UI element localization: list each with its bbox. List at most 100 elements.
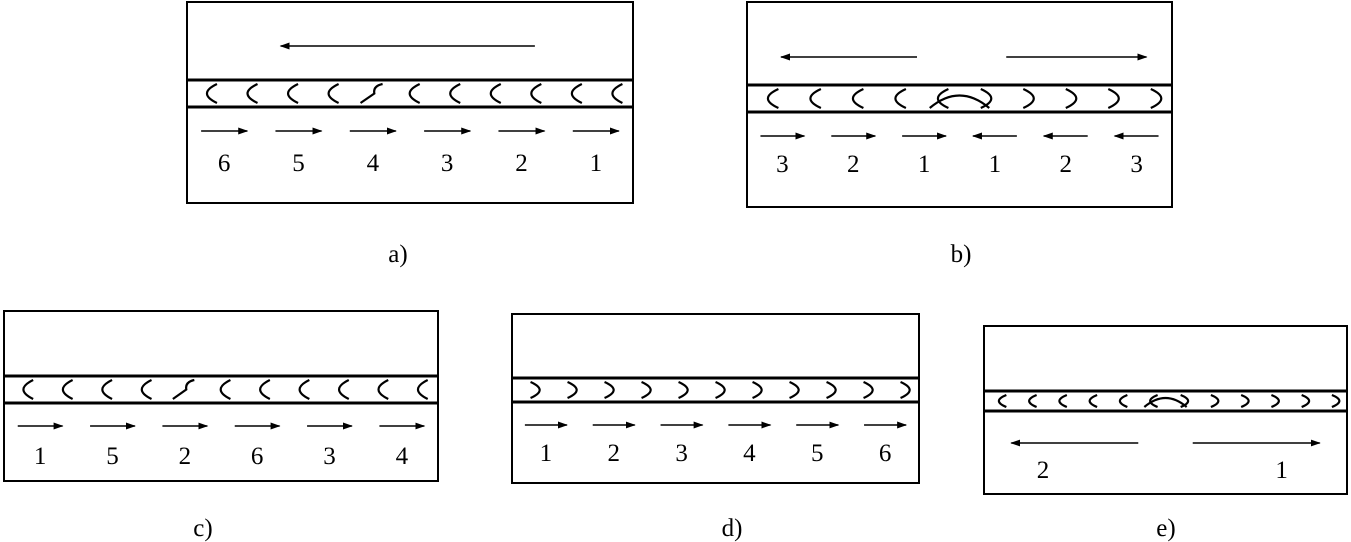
weld-ripple (530, 83, 542, 104)
panel-d: 1 2 3 4 5 6 d) (511, 313, 920, 542)
pass-sequence-arrows: 1 2 3 4 5 6 (524, 421, 908, 467)
weld-seam-ripples (22, 378, 429, 400)
pass-number: 2 (1060, 151, 1073, 178)
weld-ripple (489, 83, 502, 104)
weld-ripple (766, 87, 779, 110)
pass-number: 4 (743, 440, 756, 467)
weld-ripple (851, 87, 864, 110)
weld-center-bead (1143, 396, 1188, 408)
pass-number: 6 (251, 443, 264, 470)
pass-number: 5 (292, 150, 305, 177)
weld-ripple (752, 380, 763, 400)
pass-number: 3 (441, 150, 454, 177)
weld-ripple (338, 379, 350, 400)
pass-sequence-arrows: 6 5 4 3 2 1 (201, 127, 620, 177)
weld-seam-ripples (766, 87, 1163, 110)
weld-ripple (980, 87, 993, 110)
weld-ripple (863, 380, 874, 400)
weld-ripple (1028, 393, 1038, 409)
weld-ripple (1107, 87, 1120, 110)
weld-seam-ripples (530, 380, 911, 400)
weld-ripple (449, 83, 461, 104)
weld-ripple (809, 87, 822, 110)
weld-ripple (715, 380, 726, 400)
weld-ripple (1058, 393, 1068, 409)
weld-ripple (1180, 393, 1190, 409)
pass-sequence-arrows: 3 2 1 1 2 3 (760, 132, 1159, 178)
weld-ripple (140, 379, 153, 400)
pass-number: 3 (1130, 151, 1143, 178)
weld-ripple (611, 83, 623, 104)
plate-outline (186, 1, 634, 204)
pass-number: 5 (106, 443, 119, 470)
weld-ripple (172, 378, 195, 400)
pass-number: 2 (179, 443, 192, 470)
weld-ripple (61, 379, 74, 400)
weld-ripple (408, 83, 421, 104)
weld-ripple (1149, 393, 1159, 409)
pass-number: 1 (540, 440, 553, 467)
panel-a: 6 5 4 3 2 1 a) (186, 1, 634, 268)
weld-ripple (997, 393, 1007, 409)
panel-e: 2 1 e) (983, 325, 1348, 542)
pass-number: 3 (776, 151, 789, 178)
weld-ripple (570, 83, 583, 104)
pass-number: 1 (1275, 457, 1288, 484)
weld-ripple (1270, 393, 1280, 409)
weld-ripple (604, 380, 615, 400)
pass-number: 5 (811, 440, 824, 467)
pass-number: 1 (918, 151, 931, 178)
weld-ripple (530, 380, 541, 400)
weld-ripple (1331, 393, 1341, 409)
weld-ripple (1118, 393, 1128, 409)
weld-ripple (259, 379, 271, 400)
weld-seam-ripples (997, 393, 1341, 409)
weld-ripple (286, 83, 299, 104)
pass-number: 3 (323, 443, 336, 470)
pass-number: 2 (847, 151, 860, 178)
weld-ripple (894, 87, 907, 110)
weld-ripple (359, 82, 383, 104)
weld-ripple (101, 379, 113, 400)
pass-number: 4 (396, 443, 409, 470)
weld-ripple (1088, 393, 1098, 409)
pass-number: 3 (675, 440, 688, 467)
weld-ripple (936, 87, 949, 110)
plate-outline (746, 1, 1173, 208)
weld-ripple (678, 380, 689, 400)
weld-ripple (1065, 87, 1078, 110)
pass-number: 2 (608, 440, 621, 467)
pass-number: 1 (989, 151, 1002, 178)
pass-number: 6 (218, 150, 231, 177)
weld-ripple (900, 380, 911, 400)
caption-b: b) (951, 241, 972, 268)
weld-ripple (1022, 87, 1035, 110)
pass-number: 4 (367, 150, 380, 177)
weld-ripple (219, 379, 231, 400)
pass-number: 2 (515, 150, 528, 177)
weld-ripple (416, 379, 429, 400)
caption-c: c) (193, 515, 212, 542)
weld-ripple (1301, 393, 1311, 409)
caption-a: a) (388, 241, 407, 268)
weld-ripple (22, 379, 34, 400)
weld-ripple (298, 379, 310, 400)
caption-e: e) (1156, 515, 1175, 542)
pass-number: 1 (590, 150, 603, 177)
caption-d: d) (722, 515, 743, 542)
weld-ripple (205, 83, 218, 104)
weld-ripple (567, 380, 578, 400)
plate-outline (3, 310, 439, 482)
weld-ripple (246, 83, 258, 104)
pass-number: 2 (1037, 457, 1050, 484)
weld-seam-ripples (205, 82, 623, 104)
pass-number: 6 (879, 440, 892, 467)
weld-center-bead (929, 94, 990, 109)
plate-outline (511, 313, 920, 484)
weld-ripple (789, 380, 800, 400)
panel-b: 3 2 1 1 2 3 b) (746, 1, 1173, 268)
weld-ripple (327, 83, 340, 104)
weld-ripple (1210, 393, 1220, 409)
